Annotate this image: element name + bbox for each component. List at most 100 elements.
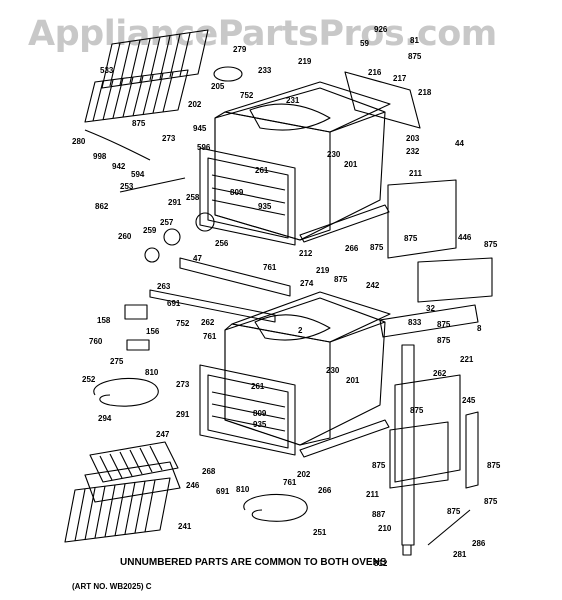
post-262	[401, 344, 415, 546]
broil-element	[93, 378, 159, 407]
part-label: 158	[97, 316, 111, 325]
part-label: 268	[202, 467, 216, 476]
part-label: 596	[197, 143, 211, 152]
part-label: 752	[240, 91, 254, 100]
part-label: 810	[236, 485, 250, 494]
part-label: 253	[120, 182, 134, 191]
part-label: 230	[327, 150, 341, 159]
part-label: 266	[318, 486, 332, 495]
part-label: 935	[253, 420, 267, 429]
part-label: 261	[255, 166, 269, 175]
part-label: 942	[112, 162, 126, 171]
bracket-833	[379, 304, 479, 338]
part-label: 211	[366, 490, 379, 499]
watermark-logo: AppliancePartsPros.com	[28, 14, 497, 54]
part-label: 294	[98, 414, 112, 423]
part-label: 8	[477, 324, 482, 333]
part-label: 44	[455, 139, 464, 148]
part-label: 247	[156, 430, 170, 439]
part-label: 533	[100, 66, 114, 75]
part-label: 926	[374, 25, 388, 34]
part-label: 281	[453, 550, 467, 559]
part-label: 241	[178, 522, 192, 531]
rail-upper	[179, 257, 291, 297]
side-panel-lower	[394, 374, 461, 483]
part-label: 887	[372, 510, 386, 519]
part-label: 875	[487, 461, 501, 470]
part-label: 266	[345, 244, 359, 253]
part-label: 761	[263, 263, 277, 272]
part-label: 691	[167, 299, 181, 308]
part-label: 59	[360, 39, 369, 48]
part-label: 279	[233, 45, 247, 54]
part-label: 875	[447, 507, 461, 516]
part-label: 875	[404, 234, 418, 243]
part-label: 875	[484, 240, 498, 249]
knob2	[144, 247, 160, 263]
knob	[163, 228, 181, 246]
part-label: 809	[230, 188, 244, 197]
part-label: 219	[316, 266, 330, 275]
part-label: 875	[334, 275, 348, 284]
back-panel	[417, 257, 493, 303]
part-label: 257	[160, 218, 174, 227]
part-label: 211	[409, 169, 422, 178]
part-label: 218	[418, 88, 432, 97]
part-label: 875	[437, 320, 451, 329]
part-label: 594	[131, 170, 145, 179]
part-label: 875	[372, 461, 386, 470]
part-label: 945	[193, 124, 207, 133]
trim-strip-lower	[299, 419, 390, 458]
part-label: 47	[193, 254, 202, 263]
part-label: 202	[297, 470, 311, 479]
bake-element	[243, 493, 308, 522]
upper-oven-rack	[101, 29, 209, 89]
part-label: 156	[146, 327, 160, 336]
part-label: 833	[408, 318, 422, 327]
part-label: 251	[313, 528, 327, 537]
part-label: 875	[132, 119, 146, 128]
footer-note: UNNUMBERED PARTS ARE COMMON TO BOTH OVEN…	[120, 557, 387, 568]
part-label: 232	[406, 147, 420, 156]
part-label: 274	[300, 279, 314, 288]
part-label: 245	[462, 396, 476, 405]
part-label: 263	[157, 282, 171, 291]
part-label: 875	[437, 336, 451, 345]
lower-oven-rack	[64, 477, 171, 543]
part-label: 252	[82, 375, 96, 384]
part-label: 862	[95, 202, 109, 211]
side-panel-upper	[387, 179, 457, 259]
part-label: 201	[346, 376, 360, 385]
part-label: 230	[326, 366, 340, 375]
heating-element	[84, 129, 151, 161]
part-label: 205	[211, 82, 225, 91]
post-245	[465, 411, 479, 489]
part-label: 231	[286, 96, 300, 105]
part-label: 256	[215, 239, 229, 248]
part-label: 242	[366, 281, 380, 290]
part-label: 261	[251, 382, 265, 391]
part-label: 752	[176, 319, 190, 328]
part-label: 203	[406, 134, 420, 143]
part-label: 217	[393, 74, 407, 83]
trim-strip-upper	[299, 204, 390, 243]
part-label: 761	[203, 332, 217, 341]
part-label: 262	[201, 318, 215, 327]
part-label: 812	[374, 559, 388, 568]
leveling-leg	[402, 544, 412, 556]
part-label: 875	[410, 406, 424, 415]
bracket-275	[126, 339, 150, 351]
art-number: (ART NO. WB2025) C	[72, 582, 152, 591]
wire	[119, 177, 186, 193]
lower-front-frame	[199, 364, 296, 456]
part-label: 935	[258, 202, 272, 211]
lower-oven-cavity	[224, 291, 391, 446]
part-label: 246	[186, 481, 200, 490]
part-label: 216	[368, 68, 382, 77]
part-label: 875	[408, 52, 422, 61]
broiler-pan	[89, 441, 179, 483]
upper-back-bracket	[344, 71, 421, 129]
part-label: 691	[216, 487, 230, 496]
part-label: 233	[258, 66, 272, 75]
part-label: 260	[118, 232, 132, 241]
